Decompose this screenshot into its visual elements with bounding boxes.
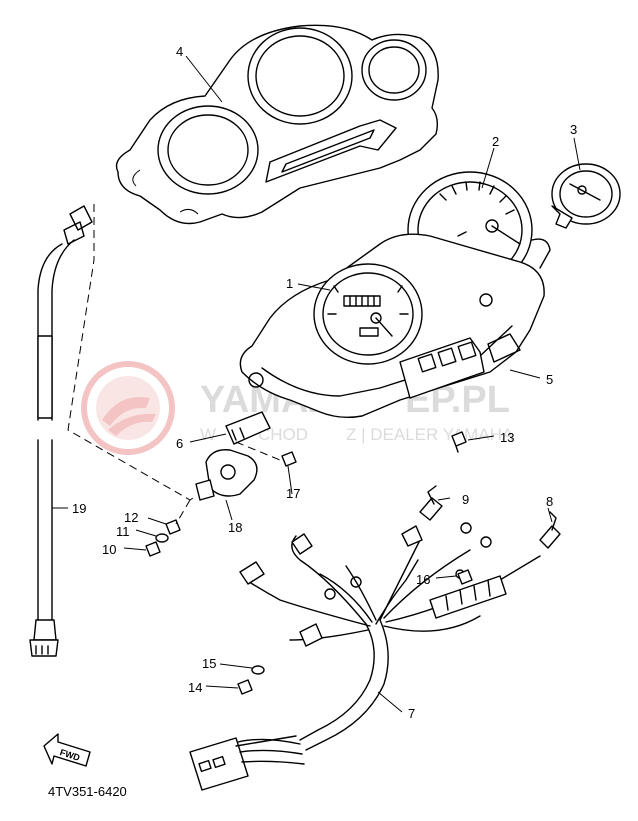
callout-17: 17 — [286, 486, 300, 501]
callout-6: 6 — [176, 436, 183, 451]
callout-15: 15 — [202, 656, 216, 671]
callout-19: 19 — [72, 501, 86, 516]
meter-cover-drawing — [115, 24, 439, 225]
callout-14: 14 — [188, 680, 202, 695]
screw-17-drawing — [281, 451, 297, 467]
forward-arrow-icon: FWD — [43, 733, 91, 767]
catalog-code: 4TV351-6420 — [48, 784, 127, 799]
watermark-tagline-mid: CHOD — [258, 425, 308, 444]
callout-11: 11 — [116, 524, 130, 539]
callout-7: 7 — [408, 706, 415, 721]
callout-13: 13 — [500, 430, 514, 445]
screw-16-drawing — [457, 569, 473, 585]
callout-1: 1 — [286, 276, 293, 291]
callouts: 4 2 3 1 5 6 13 17 18 9 8 16 7 15 14 12 1… — [72, 44, 577, 721]
callout-16: 16 — [416, 572, 430, 587]
callout-9: 9 — [462, 492, 469, 507]
bolt-13-drawing — [451, 431, 467, 453]
gauge-3-drawing — [551, 163, 621, 229]
callout-3: 3 — [570, 122, 577, 137]
callout-18: 18 — [228, 520, 242, 535]
callout-12: 12 — [124, 510, 138, 525]
speedometer-drawing — [313, 263, 423, 365]
callout-8: 8 — [546, 494, 553, 509]
fasteners-14-15-drawing — [237, 665, 265, 695]
cable-19-drawing — [29, 205, 93, 657]
watermark-tagline-left: W — [200, 425, 216, 444]
gear-unit-drawing — [195, 411, 271, 501]
callout-4: 4 — [176, 44, 183, 59]
leader-lines — [52, 55, 581, 713]
callout-2: 2 — [492, 134, 499, 149]
callout-5: 5 — [546, 372, 553, 387]
fasteners-10-12-drawing — [145, 519, 181, 557]
callout-10: 10 — [102, 542, 116, 557]
watermark-logo — [81, 361, 175, 455]
wire-harness-drawing — [189, 485, 561, 791]
watermark-tagline-right: Z | DEALER YAMAHA — [346, 425, 514, 444]
watermark: YAMAZ EP.PL W CHOD Z | DEALER YAMAHA — [81, 361, 514, 455]
